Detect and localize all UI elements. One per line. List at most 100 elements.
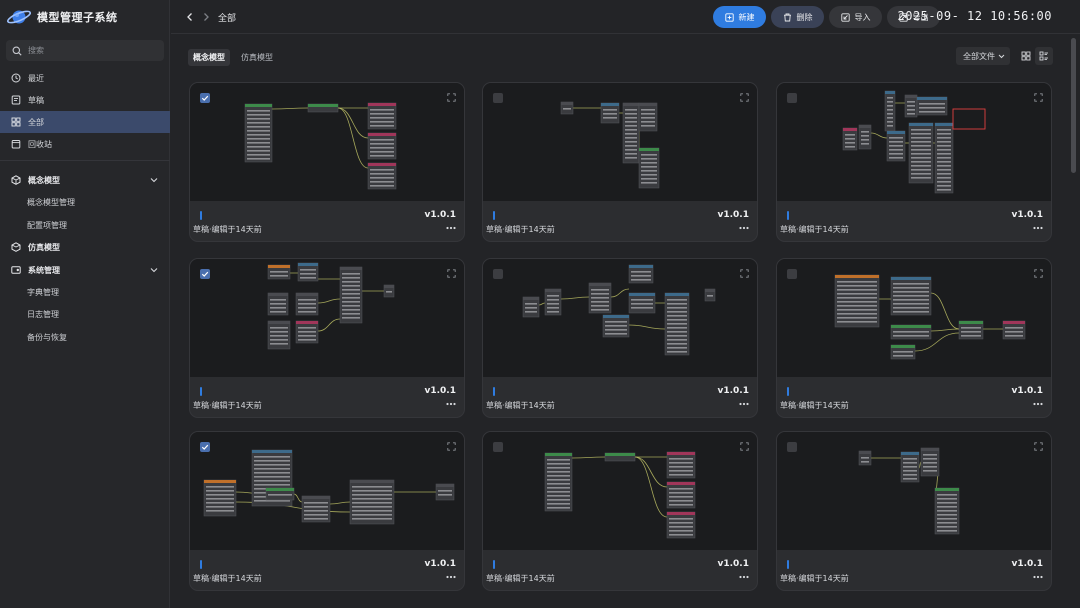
chevron-down-icon[interactable] bbox=[150, 176, 158, 184]
card-checkbox[interactable] bbox=[787, 442, 797, 452]
more-options-icon[interactable] bbox=[446, 226, 456, 230]
card-checkbox[interactable] bbox=[787, 93, 797, 103]
file-filter-select[interactable]: 全部文件 bbox=[956, 47, 1010, 65]
export-button[interactable]: 导出 bbox=[887, 6, 940, 28]
system-icon bbox=[11, 266, 21, 274]
chevron-left-icon[interactable] bbox=[186, 12, 194, 22]
expand-icon[interactable] bbox=[1034, 269, 1043, 278]
tab-simulation-model[interactable]: 仿真模型 bbox=[241, 53, 273, 62]
graph-node-header bbox=[623, 103, 639, 106]
graph-node-header bbox=[921, 448, 939, 451]
expand-icon[interactable] bbox=[740, 269, 749, 278]
sidebar-subitem-backup[interactable]: 备份与恢复 bbox=[0, 326, 170, 348]
graph-node-field bbox=[861, 131, 869, 133]
more-options-icon[interactable] bbox=[1033, 575, 1043, 579]
model-card[interactable]: v1.0.1 草稿·编辑于14天前 bbox=[189, 431, 465, 591]
graph-link bbox=[337, 107, 369, 139]
expand-icon[interactable] bbox=[1034, 442, 1043, 451]
node-graph-preview bbox=[244, 102, 397, 190]
card-thumbnail[interactable] bbox=[190, 259, 464, 377]
expand-icon[interactable] bbox=[740, 93, 749, 102]
new-button[interactable]: 新建 bbox=[713, 6, 766, 28]
more-options-icon[interactable] bbox=[1033, 402, 1043, 406]
search-box[interactable] bbox=[6, 40, 164, 61]
more-options-icon[interactable] bbox=[739, 402, 749, 406]
search-input[interactable] bbox=[28, 46, 158, 55]
list-view-button[interactable] bbox=[1035, 47, 1053, 65]
expand-icon[interactable] bbox=[447, 442, 456, 451]
graph-node-field bbox=[669, 504, 693, 506]
graph-node-field bbox=[625, 125, 637, 127]
sidebar-item-all[interactable]: 全部 bbox=[0, 111, 170, 133]
graph-node-field bbox=[625, 113, 637, 115]
grid-view-button[interactable] bbox=[1017, 47, 1035, 65]
card-thumbnail[interactable] bbox=[483, 83, 757, 201]
chevron-right-icon[interactable] bbox=[202, 12, 210, 22]
tab-concept-model[interactable]: 概念模型 bbox=[188, 49, 230, 66]
model-card[interactable]: v1.0.1 草稿·编辑于14天前 bbox=[482, 82, 758, 242]
graph-node-field bbox=[547, 467, 570, 469]
sidebar-subitem-config-manage[interactable]: 配置项管理 bbox=[0, 214, 170, 236]
scrollbar-thumb[interactable] bbox=[1071, 38, 1076, 173]
more-options-icon[interactable] bbox=[446, 402, 456, 406]
card-checkbox[interactable] bbox=[200, 442, 210, 452]
card-thumbnail[interactable] bbox=[777, 432, 1051, 550]
graph-node-field bbox=[887, 101, 893, 103]
graph-node-header bbox=[308, 104, 338, 107]
graph-node-header bbox=[667, 482, 695, 485]
more-options-icon[interactable] bbox=[1033, 226, 1043, 230]
model-card[interactable]: v1.0.1 草稿·编辑于14天前 bbox=[189, 82, 465, 242]
card-status-marker bbox=[200, 211, 202, 220]
sidebar-item-recent[interactable]: 最近 bbox=[0, 67, 170, 89]
card-thumbnail[interactable] bbox=[483, 432, 757, 550]
expand-icon[interactable] bbox=[1034, 93, 1043, 102]
graph-node-field bbox=[247, 118, 270, 120]
expand-icon[interactable] bbox=[740, 442, 749, 451]
more-options-icon[interactable] bbox=[739, 226, 749, 230]
sidebar-subitem-dictionary[interactable]: 字典管理 bbox=[0, 281, 170, 303]
chevron-down-icon[interactable] bbox=[150, 266, 158, 274]
card-thumbnail[interactable] bbox=[777, 83, 1051, 201]
card-meta: 草稿·编辑于14天前 bbox=[780, 574, 849, 583]
card-checkbox[interactable] bbox=[493, 442, 503, 452]
card-checkbox[interactable] bbox=[200, 269, 210, 279]
card-thumbnail[interactable] bbox=[777, 259, 1051, 377]
model-card[interactable]: v1.0.1 草稿·编辑于14天前 bbox=[776, 431, 1052, 591]
graph-node-field bbox=[342, 277, 360, 279]
sidebar-subitem-label: 备份与恢复 bbox=[27, 332, 67, 342]
sidebar-group-concept-model[interactable]: 概念模型 bbox=[0, 169, 170, 191]
graph-node-field bbox=[603, 117, 617, 119]
card-checkbox[interactable] bbox=[200, 93, 210, 103]
sidebar-group-system-manage[interactable]: 系统管理 bbox=[0, 259, 170, 281]
more-options-icon[interactable] bbox=[446, 575, 456, 579]
card-checkbox[interactable] bbox=[493, 93, 503, 103]
graph-node-header bbox=[545, 453, 572, 456]
delete-button[interactable]: 删除 bbox=[771, 6, 824, 28]
card-thumbnail[interactable] bbox=[190, 432, 464, 550]
graph-node-field bbox=[667, 299, 687, 301]
card-thumbnail[interactable] bbox=[190, 83, 464, 201]
graph-node-header bbox=[296, 321, 318, 324]
graph-node-field bbox=[911, 177, 931, 179]
card-checkbox[interactable] bbox=[493, 269, 503, 279]
sidebar-subitem-logs[interactable]: 日志管理 bbox=[0, 303, 170, 325]
graph-node-field bbox=[1005, 327, 1023, 329]
model-card[interactable]: v1.0.1 草稿·编辑于14天前 bbox=[776, 258, 1052, 418]
expand-icon[interactable] bbox=[447, 269, 456, 278]
graph-node-field bbox=[911, 157, 931, 159]
expand-icon[interactable] bbox=[447, 93, 456, 102]
model-card[interactable]: v1.0.1 草稿·编辑于14天前 bbox=[482, 258, 758, 418]
more-options-icon[interactable] bbox=[739, 575, 749, 579]
card-checkbox[interactable] bbox=[787, 269, 797, 279]
model-card[interactable]: v1.0.1 草稿·编辑于14天前 bbox=[482, 431, 758, 591]
sidebar-item-trash[interactable]: 回收站 bbox=[0, 133, 170, 155]
sidebar-subitem-concept-model-manage[interactable]: 概念模型管理 bbox=[0, 191, 170, 213]
sidebar-item-drafts[interactable]: 草稿 bbox=[0, 89, 170, 111]
graph-node-field bbox=[911, 141, 931, 143]
model-card[interactable]: v1.0.1 草稿·编辑于14天前 bbox=[189, 258, 465, 418]
sidebar-group-simulation-model[interactable]: 仿真模型 bbox=[0, 236, 170, 258]
graph-node-field bbox=[254, 500, 290, 502]
import-button[interactable]: 导入 bbox=[829, 6, 882, 28]
card-thumbnail[interactable] bbox=[483, 259, 757, 377]
model-card[interactable]: v1.0.1 草稿·编辑于14天前 bbox=[776, 82, 1052, 242]
